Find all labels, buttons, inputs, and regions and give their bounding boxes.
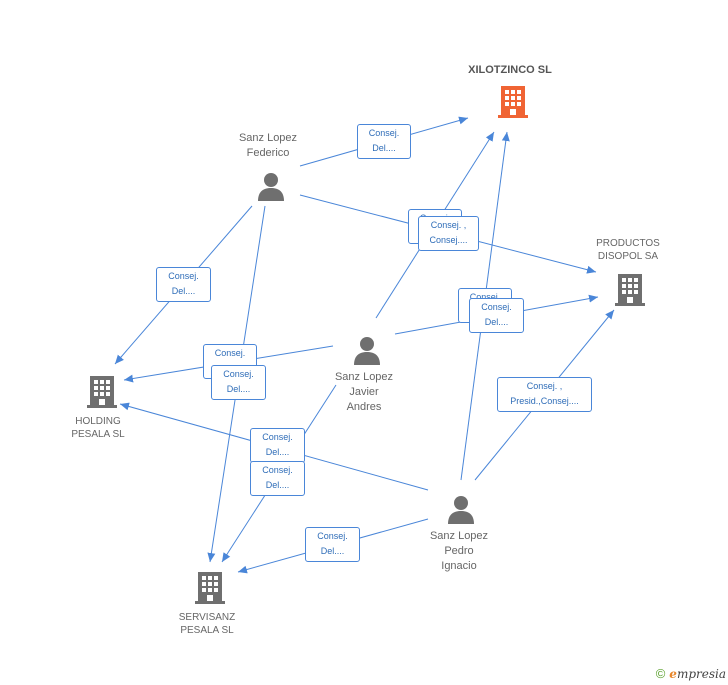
person-label-pedro[interactable]: Sanz Lopez Pedro Ignacio	[430, 529, 488, 574]
edge-role: Consej.	[262, 432, 293, 442]
person-icon	[258, 173, 284, 201]
edge-label[interactable]: Consej. , Consej....	[418, 216, 479, 251]
company-name-line1: PRODUCTOS	[596, 238, 660, 249]
edge-label[interactable]: Consej. Del....	[357, 124, 411, 159]
edge-role: Consej.	[214, 348, 246, 358]
building-icon	[498, 86, 528, 118]
person-label-javier[interactable]: Sanz Lopez Javier Andres	[335, 370, 393, 415]
company-label-xilotzinco[interactable]: XILOTZINCO SL	[468, 63, 552, 78]
edge-role-detail: Del....	[265, 480, 290, 490]
edge-label[interactable]: Consej. Del....	[250, 461, 305, 496]
edge-role: Consej. ,	[430, 220, 467, 230]
person-label-federico[interactable]: Sanz Lopez Federico	[239, 131, 297, 161]
edge-role: Consej.	[223, 369, 254, 379]
logo-initial: e	[669, 666, 677, 681]
edge-role: Consej.	[368, 128, 400, 138]
edge-label[interactable]: Consej. Del....	[469, 298, 524, 333]
company-name-line2: PESALA SL	[71, 429, 125, 440]
logo-text: mpresia	[676, 666, 726, 681]
building-icon	[615, 274, 645, 306]
company-name-line1: HOLDING	[75, 416, 121, 427]
edge-role: Consej.	[168, 271, 199, 281]
edge-label[interactable]: Consej. Del....	[156, 267, 211, 302]
edge-label[interactable]: Consej. Del....	[305, 527, 360, 562]
person-name-line2: Pedro	[444, 545, 474, 557]
person-name-line3: Andres	[346, 401, 382, 413]
edge-label[interactable]: Consej. Del....	[250, 428, 305, 463]
company-label-holding[interactable]: HOLDING PESALA SL	[71, 415, 124, 441]
edge-role-detail: Consej....	[429, 235, 468, 245]
building-icon	[87, 376, 117, 408]
edge-role-detail: Presid.,Consej....	[510, 396, 579, 406]
person-name-line3: Ignacio	[441, 560, 477, 572]
person-icon	[448, 496, 474, 524]
company-label-servisanz[interactable]: SERVISANZ PESALA SL	[179, 611, 236, 637]
edge-label[interactable]: Consej. , Presid.,Consej....	[497, 377, 592, 412]
person-name-line1: Sanz Lopez	[238, 132, 298, 144]
person-name-line1: Sanz Lopez	[334, 371, 394, 383]
edge-role-detail: Del....	[226, 384, 251, 394]
edge-role: Consej.	[469, 292, 501, 302]
edge-role: Consej.	[481, 302, 512, 312]
company-name-line1: SERVISANZ	[178, 612, 236, 623]
person-icon	[354, 337, 380, 365]
person-name-line2: Federico	[246, 147, 290, 159]
edge-role-detail: Del....	[171, 286, 196, 296]
person-name-line2: Javier	[349, 386, 379, 398]
edge-label[interactable]: Consej. Del....	[211, 365, 266, 400]
edge-role-detail: Del....	[484, 317, 509, 327]
copyright-symbol: ©	[655, 666, 666, 681]
company-name-line2: DISOPOL SA	[597, 251, 659, 262]
person-name-line1: Sanz Lopez	[429, 530, 489, 542]
company-name: XILOTZINCO SL	[468, 64, 552, 76]
edge-role: Consej.	[317, 531, 348, 541]
edge-role-detail: Del....	[265, 447, 290, 457]
empresia-logo[interactable]: empresia	[669, 667, 726, 681]
edge-role: Consej. ,	[526, 381, 563, 391]
company-label-disopol[interactable]: PRODUCTOS DISOPOL SA	[596, 237, 660, 263]
edge-role: Consej.	[262, 465, 293, 475]
edge-role-detail: Del....	[372, 143, 396, 153]
company-name-line2: PESALA SL	[180, 625, 234, 636]
brand-footer: © empresia	[656, 666, 726, 681]
edge-role-detail: Del....	[320, 546, 345, 556]
building-icon	[195, 572, 225, 604]
